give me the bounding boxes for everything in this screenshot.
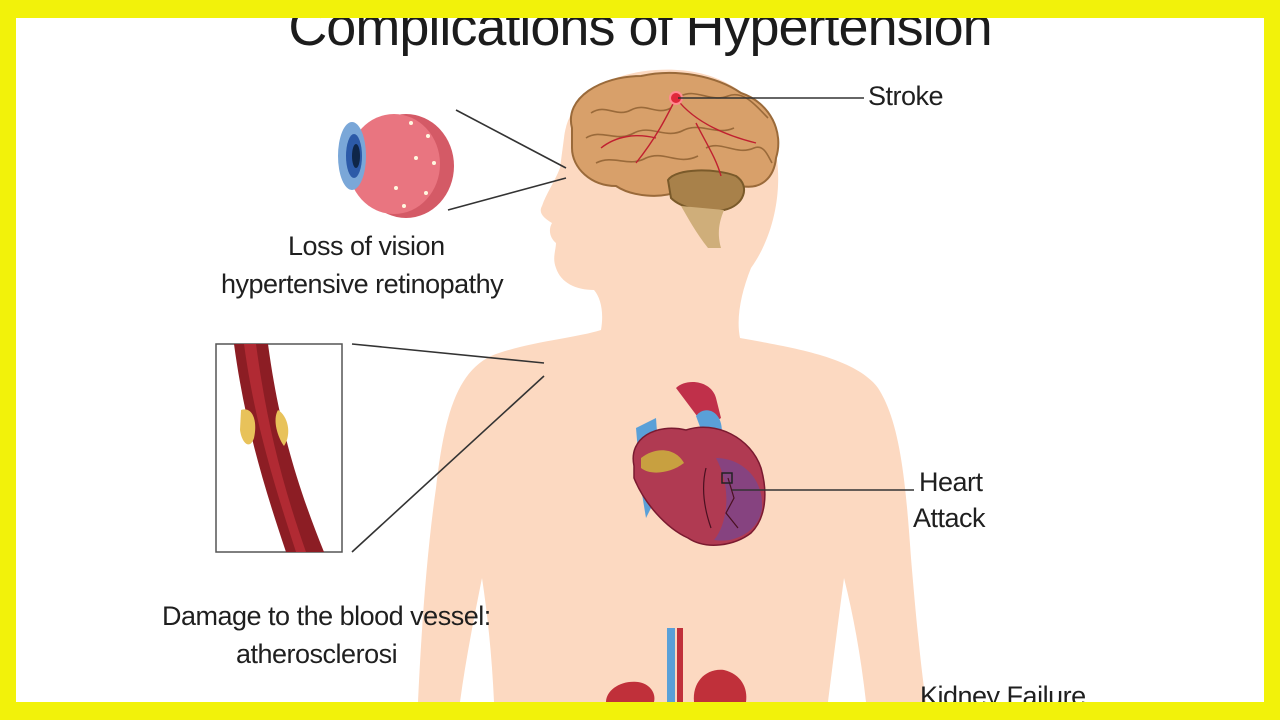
vessel-label-line2: atherosclerosi (236, 639, 398, 669)
kidneys (606, 628, 747, 702)
vessel-illustration (234, 344, 324, 552)
brain (569, 71, 780, 248)
vision-label-line1: Loss of vision (288, 231, 445, 261)
vessel-pointer-line-top (351, 343, 545, 364)
diagram-canvas: Complications of Hypertension Stroke Los… (16, 18, 1264, 702)
vessel-pointer-line-bottom (351, 375, 545, 553)
heart-label-line1: Heart (919, 467, 983, 497)
eye-pointer-line-bottom (447, 177, 567, 211)
diagram-title: Complications of Hypertension (288, 18, 992, 57)
eye-pointer-line-top (455, 109, 567, 169)
eye-illustration (338, 114, 454, 218)
stroke-label: Stroke (868, 81, 944, 111)
anatomy-illustration (215, 69, 926, 702)
kidney-label: Kidney Failure (920, 681, 1086, 702)
heart (632, 382, 766, 546)
vision-label-line2: hypertensive retinopathy (221, 269, 504, 299)
heart-label-line2: Attack (913, 503, 986, 533)
vessel-label-line1: Damage to the blood vessel: (162, 601, 491, 631)
body-silhouette (418, 69, 926, 702)
